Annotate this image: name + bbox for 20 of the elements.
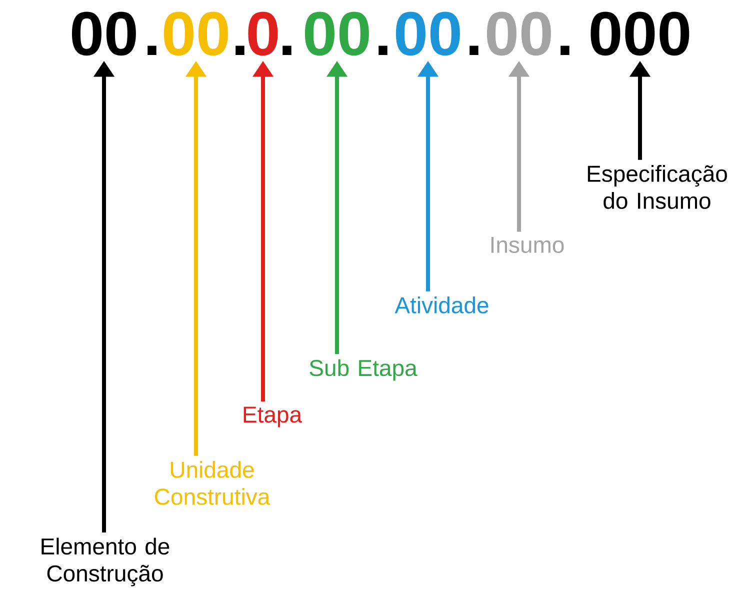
field-label: Etapa <box>244 406 302 428</box>
field-label: Unidade Construtiva <box>155 461 270 505</box>
code-digits: 00 <box>304 12 369 56</box>
field-label: Especificação do Insumo <box>588 165 727 209</box>
code-digits: 00 <box>72 12 136 56</box>
code-dot: . <box>236 46 244 55</box>
field-label: Insumo <box>491 236 564 254</box>
code-dot: . <box>378 46 388 55</box>
code-digits: 0 <box>248 12 278 56</box>
code-digits: 00 <box>486 12 551 56</box>
code-digits: 000 <box>590 12 690 56</box>
code-digits: 00 <box>164 12 228 56</box>
code-dot: . <box>148 46 156 55</box>
code-dot: . <box>470 46 478 55</box>
code-dot: . <box>282 46 292 55</box>
field-label: Atividade <box>394 296 488 314</box>
field-label: Sub Etapa <box>310 359 418 381</box>
field-label: Elemento de Construção <box>42 538 170 586</box>
code-digits: 00 <box>396 12 460 56</box>
code-dot: . <box>560 46 570 55</box>
